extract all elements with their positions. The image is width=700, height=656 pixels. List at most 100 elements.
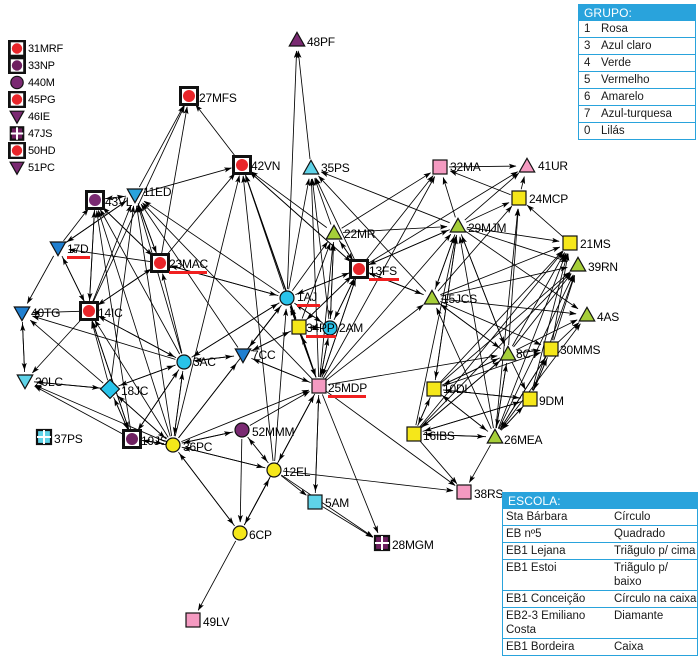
node-label: 25MDP — [328, 382, 367, 394]
graph-node[interactable] — [512, 191, 526, 205]
grupo-number: 5 — [579, 72, 599, 88]
graph-node[interactable] — [234, 157, 251, 174]
graph-node[interactable] — [166, 438, 180, 452]
node-label: 3AC — [193, 356, 216, 368]
edge — [289, 179, 309, 289]
graph-node[interactable] — [37, 430, 51, 444]
escola-shape-name: Triãgulo p/ cima — [611, 543, 697, 559]
edge — [469, 445, 490, 483]
grupo-number: 4 — [579, 55, 599, 71]
graph-node[interactable] — [186, 613, 200, 627]
graph-node[interactable] — [267, 463, 281, 477]
node-legend-item: 45PG — [8, 91, 100, 108]
edge — [175, 176, 239, 437]
node-label: 38RS — [474, 488, 503, 500]
graph-node[interactable] — [544, 342, 558, 356]
graph-node[interactable] — [500, 346, 515, 360]
edge — [527, 205, 563, 237]
node-label: 19JS — [141, 435, 168, 447]
edge — [425, 402, 522, 431]
grupo-color-name: Rosa — [599, 21, 695, 37]
graph-node[interactable] — [579, 307, 594, 321]
escola-shape-name: Círculo na caixa — [611, 591, 697, 607]
edge — [32, 318, 83, 373]
edge — [439, 303, 499, 347]
edge — [100, 210, 179, 354]
graph-node[interactable] — [303, 160, 318, 174]
graph-node[interactable] — [570, 257, 585, 271]
graph-node[interactable] — [87, 192, 104, 209]
node-legend-label: 440M — [28, 77, 55, 89]
graph-node[interactable] — [177, 355, 191, 369]
edge — [114, 397, 128, 429]
graph-node[interactable] — [375, 536, 389, 550]
graph-node[interactable] — [457, 485, 471, 499]
graph-node[interactable] — [308, 495, 322, 509]
graph-node[interactable] — [519, 158, 534, 172]
escola-school-name: Sta Bárbara — [503, 509, 611, 525]
grupo-number: 0 — [579, 123, 599, 139]
edge — [418, 397, 430, 424]
node-label: 7CC — [252, 349, 275, 361]
edge — [137, 206, 172, 436]
graph-node[interactable] — [233, 526, 247, 540]
graph-node[interactable] — [280, 291, 294, 305]
node-legend-label: 46IE — [28, 111, 50, 123]
graph-node[interactable] — [523, 392, 537, 406]
graph-node[interactable] — [101, 380, 120, 399]
graph-node[interactable] — [81, 303, 98, 320]
edge — [248, 437, 268, 461]
graph-node[interactable] — [292, 320, 306, 334]
grupo-color-name: Verde — [599, 55, 695, 71]
node-label: 6CP — [249, 529, 272, 541]
node-label: 35PS — [321, 162, 350, 174]
graph-node[interactable] — [450, 218, 465, 232]
node-legend-label: 31MRF — [28, 43, 63, 55]
escola-shape-name: Quadrado — [611, 526, 697, 542]
escola-school-name: EB2-3 Emiliano Costa — [503, 608, 611, 638]
edge — [367, 172, 518, 265]
graph-node[interactable] — [124, 431, 141, 448]
node-label: 49LV — [203, 616, 229, 628]
graph-node[interactable] — [181, 88, 198, 105]
node-label: 12EL — [283, 466, 310, 478]
edge — [460, 237, 494, 428]
graph-node[interactable] — [235, 349, 250, 363]
graph-node[interactable] — [152, 255, 169, 272]
grupo-color-name: Azul-turquesa — [599, 106, 695, 122]
node-legend-item: 47JS — [8, 125, 100, 142]
graph-node[interactable] — [312, 379, 326, 393]
escola-shape-name: Triãgulo p/ baixo — [611, 560, 697, 590]
edge — [178, 452, 233, 524]
edge — [243, 176, 273, 461]
graph-node[interactable] — [427, 382, 441, 396]
node-label: 34PP — [306, 322, 335, 334]
escola-school-name: EB1 Lejana — [503, 543, 611, 559]
graph-node[interactable] — [424, 290, 439, 304]
graph-node[interactable] — [235, 423, 249, 437]
graph-node[interactable] — [487, 429, 502, 443]
edge — [33, 316, 176, 359]
edge — [326, 305, 423, 381]
graph-node[interactable] — [50, 242, 65, 256]
circle-in-box-icon — [8, 40, 26, 57]
graph-node[interactable] — [563, 236, 577, 250]
graph-node[interactable] — [289, 32, 304, 46]
edge — [436, 234, 455, 287]
graph-node[interactable] — [407, 427, 421, 441]
graph-node[interactable] — [433, 160, 447, 174]
graph-node[interactable] — [14, 307, 29, 321]
graph-node[interactable] — [17, 375, 32, 389]
grupo-number: 1 — [579, 21, 599, 37]
edge — [30, 320, 103, 383]
edge — [323, 507, 373, 538]
edge — [512, 362, 525, 389]
node-label-underline — [297, 304, 320, 307]
edge — [466, 203, 509, 223]
graph-node[interactable] — [351, 261, 368, 278]
escola-school-name: EB1 Estoi — [503, 560, 611, 590]
